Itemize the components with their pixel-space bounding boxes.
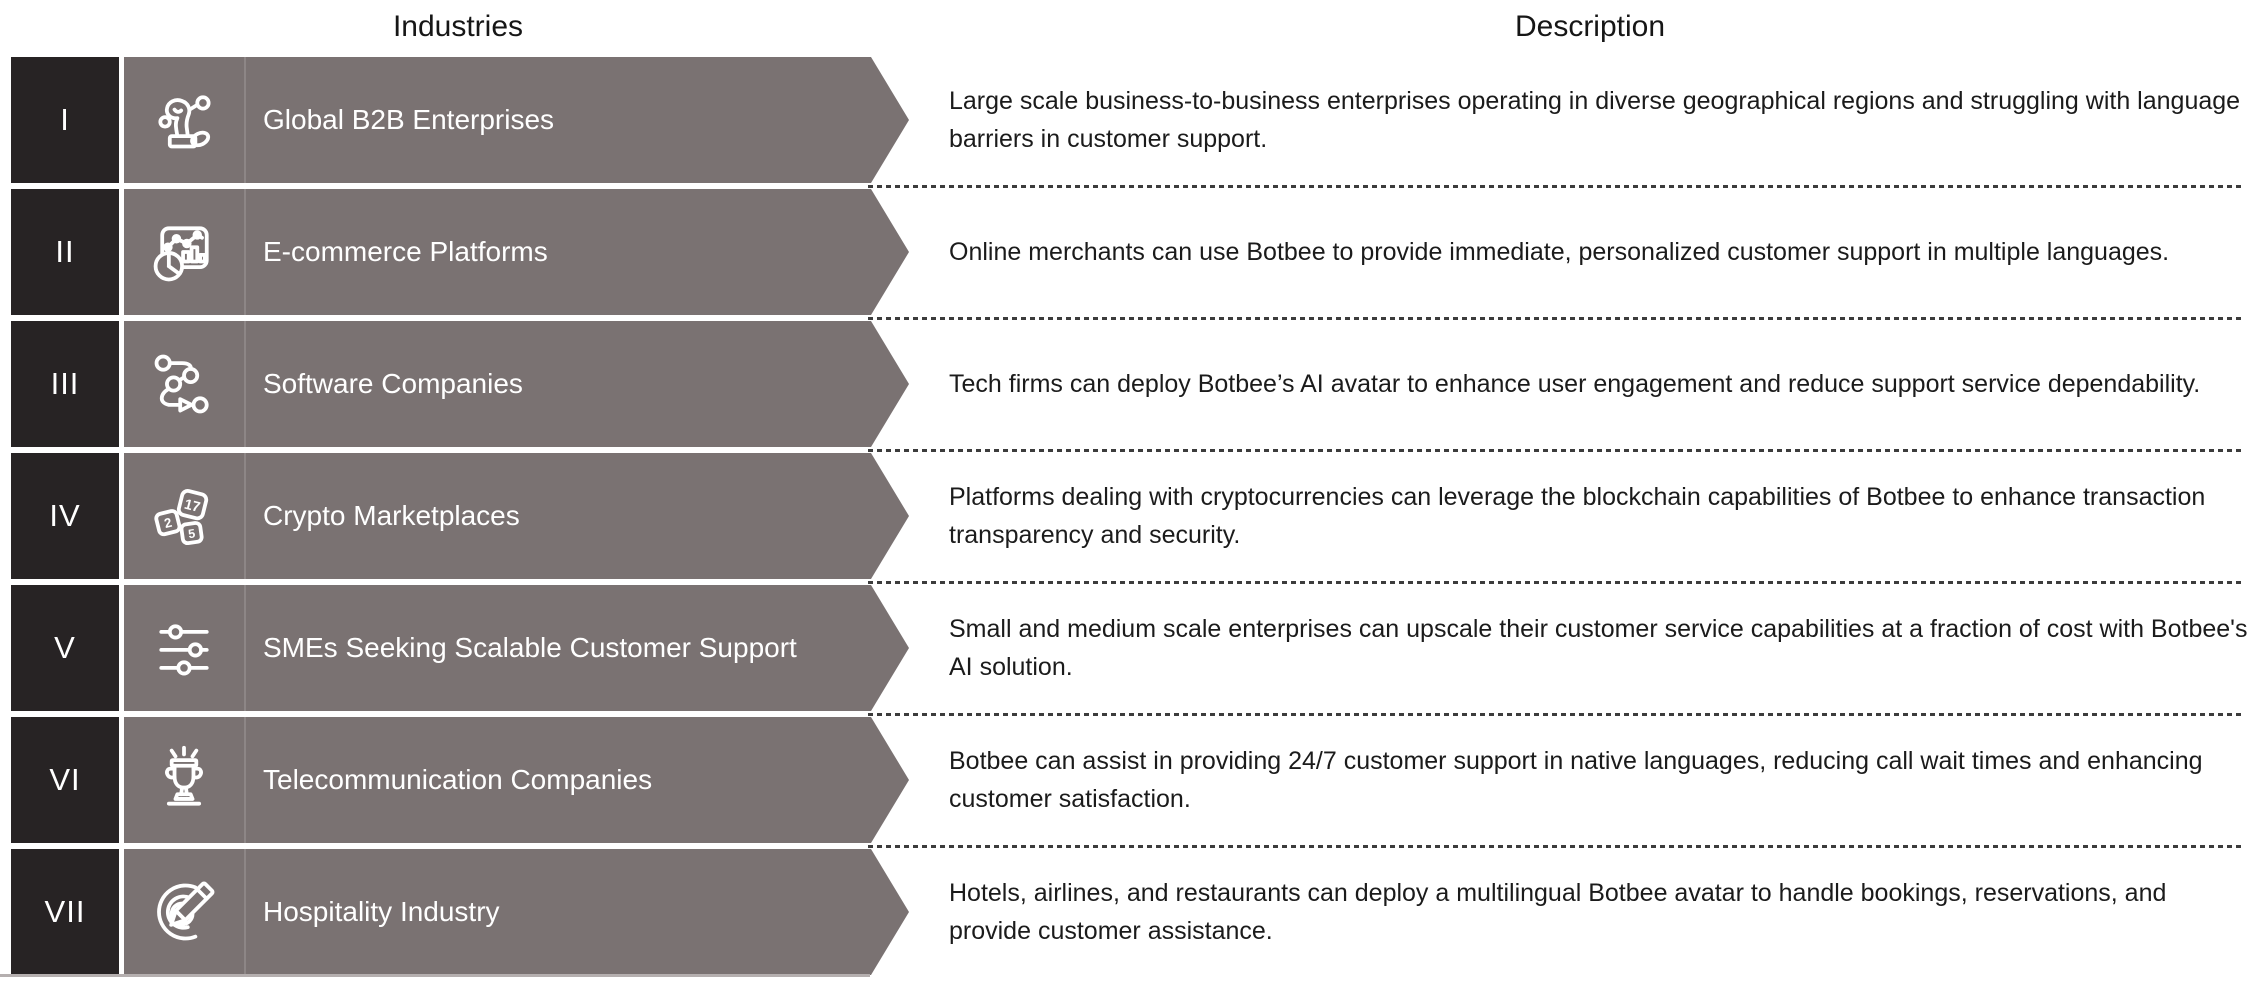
industry-arrow-band: Telecommunication Companies	[124, 717, 909, 843]
row-separator-dotted-line	[868, 581, 2242, 584]
row-numeral: II	[55, 234, 75, 269]
industry-description: Botbee can assist in providing 24/7 cust…	[949, 747, 2203, 813]
industry-description: Platforms dealing with cryptocurrencies …	[949, 483, 2206, 549]
industry-title: E-commerce Platforms	[263, 236, 548, 267]
industry-arrow-band: 2 17 5 Crypto Marketplaces	[124, 453, 909, 579]
table-row: II E-commerce Platforms Online merchants…	[11, 189, 2256, 320]
table-row: V SMEs Seeking Scalable Customer Support…	[11, 585, 2256, 716]
table-row: I Global B2B Enterprises Large scale bus…	[11, 57, 2256, 188]
table-rows: I Global B2B Enterprises Large scale bus…	[0, 57, 2256, 981]
number-dice-icon: 2 17 5	[154, 489, 209, 546]
row-numeral-box: VII	[11, 849, 119, 975]
industry-title: Hospitality Industry	[263, 896, 500, 927]
industry-arrow-band: Global B2B Enterprises	[124, 57, 909, 183]
svg-text:17: 17	[183, 497, 202, 516]
industry-icon-cell	[124, 189, 246, 315]
row-numeral: III	[50, 366, 80, 401]
industry-description: Small and medium scale enterprises can u…	[949, 615, 2248, 681]
analytics-chart-icon	[153, 226, 209, 282]
workflow-path-icon	[154, 354, 209, 414]
row-numeral-box: VI	[11, 717, 119, 843]
industry-title: SMEs Seeking Scalable Customer Support	[263, 632, 797, 663]
industry-title: Telecommunication Companies	[263, 764, 653, 795]
table-bottom-edge	[0, 974, 870, 977]
svg-text:2: 2	[163, 515, 174, 531]
row-numeral-box: IV	[11, 453, 119, 579]
row-separator-dotted-line	[868, 449, 2242, 452]
industry-title: Crypto Marketplaces	[263, 500, 520, 531]
row-numeral: I	[60, 102, 70, 137]
table-row: IV 2 17 5 Crypto Marketplaces Platforms …	[11, 453, 2256, 584]
industry-title: Global B2B Enterprises	[263, 104, 555, 135]
industry-arrow-band: E-commerce Platforms	[124, 189, 909, 315]
sliders-icon	[159, 624, 209, 676]
row-separator-dotted-line	[868, 317, 2242, 320]
industry-icon-cell	[124, 717, 246, 843]
table-row: VI Telecommunication Companies Botbee ca…	[11, 717, 2256, 848]
row-numeral: VII	[44, 894, 86, 929]
industry-icon-cell	[124, 585, 246, 711]
row-numeral: V	[54, 630, 76, 665]
industry-icon-cell	[124, 321, 246, 447]
industry-icon-cell	[124, 57, 246, 183]
row-numeral-box: II	[11, 189, 119, 315]
industry-arrow-band: SMEs Seeking Scalable Customer Support	[124, 585, 909, 711]
industry-icon-cell	[124, 849, 246, 975]
industry-title: Software Companies	[263, 368, 523, 399]
industry-description: Online merchants can use Botbee to provi…	[949, 238, 2170, 266]
robot-arm-icon	[158, 95, 211, 149]
industries-column-header: Industries	[392, 10, 524, 43]
row-numeral-box: V	[11, 585, 119, 711]
industry-description: Tech firms can deploy Botbee’s AI avatar…	[949, 370, 2201, 398]
row-numeral-box: I	[11, 57, 119, 183]
row-separator-dotted-line	[868, 713, 2242, 716]
table-row: VII Hospitality Industry Hotels, airline…	[11, 849, 2256, 975]
row-numeral: VI	[49, 762, 81, 797]
row-numeral: IV	[49, 498, 81, 533]
industry-description: Hotels, airlines, and restaurants can de…	[949, 879, 2167, 945]
industry-icon-cell: 2 17 5	[124, 453, 246, 579]
row-separator-dotted-line	[868, 845, 2242, 848]
pencil-compass-icon	[157, 881, 215, 941]
table-row: III Software Companies Tech firms can de…	[11, 321, 2256, 452]
industry-description: Large scale business-to-business enterpr…	[949, 87, 2241, 153]
trophy-icon	[165, 745, 203, 806]
row-separator-dotted-line	[868, 185, 2242, 188]
svg-text:5: 5	[187, 526, 196, 541]
industry-arrow-band: Hospitality Industry	[124, 849, 909, 975]
row-numeral-box: III	[11, 321, 119, 447]
industry-arrow-band: Software Companies	[124, 321, 909, 447]
description-column-header: Description	[1514, 10, 1666, 43]
